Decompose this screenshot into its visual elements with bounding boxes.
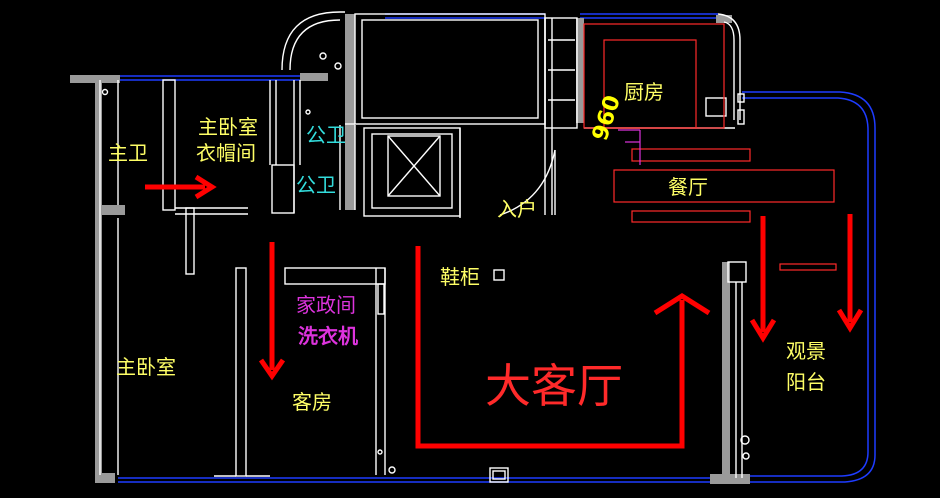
room-labels: 主卫 主卧室 衣帽间 公卫 公卫 厨房 餐厅 入户 鞋柜 家政间 洗衣机 主卧室… (108, 80, 826, 414)
circulation-arrows (145, 174, 864, 449)
label-entrance: 入户 (497, 197, 537, 221)
label-dining: 餐厅 (668, 175, 708, 199)
label-washer: 洗衣机 (298, 324, 358, 348)
label-balcony-1: 观景 (786, 339, 826, 363)
label-kitchen: 厨房 (624, 80, 664, 104)
furniture-outlines (583, 23, 837, 271)
label-master-bath: 主卫 (108, 141, 148, 165)
label-master-closet-2: 衣帽间 (196, 141, 256, 165)
label-master-closet-1: 主卧室 (198, 115, 258, 139)
label-public-bath-2: 公卫 (296, 173, 336, 197)
walls (99, 11, 750, 483)
label-public-bath-1: 公卫 (306, 123, 346, 147)
label-shoe-cabinet: 鞋柜 (440, 265, 480, 289)
label-guest-room: 客房 (292, 390, 332, 414)
wall-blocks-gray (70, 14, 750, 484)
dimension-marker (618, 129, 641, 165)
label-living-room: 大客厅 (485, 359, 623, 413)
label-housekeeping: 家政间 (296, 293, 356, 317)
label-master-bedroom: 主卧室 (116, 355, 176, 379)
label-balcony-2: 阳台 (786, 370, 826, 394)
